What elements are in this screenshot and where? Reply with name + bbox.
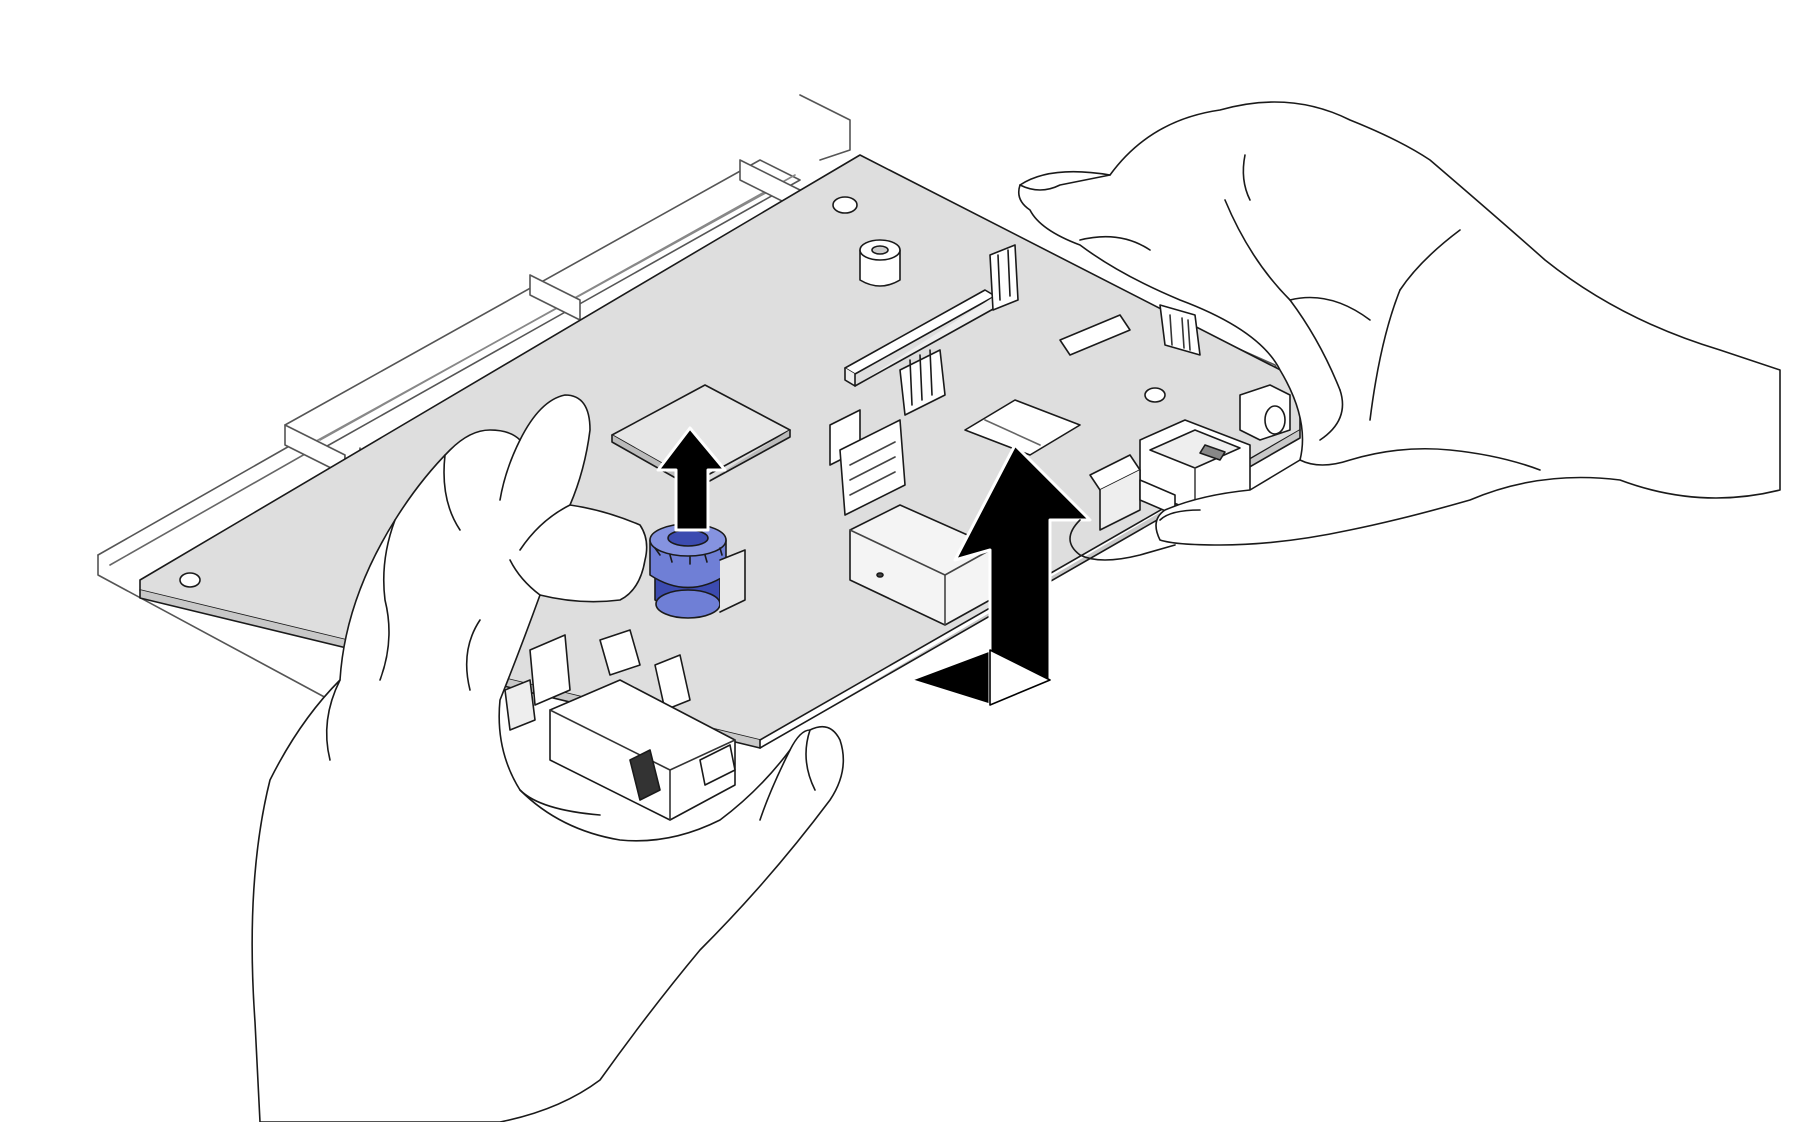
lift-up-arrow-large xyxy=(908,443,1092,707)
lift-up-arrow xyxy=(656,426,727,532)
release-plunger xyxy=(649,523,746,619)
left-hand xyxy=(251,394,845,1122)
latch-connector xyxy=(549,679,736,821)
right-hand xyxy=(1017,101,1781,561)
pin-header xyxy=(989,244,1019,311)
pin-header xyxy=(899,349,946,416)
